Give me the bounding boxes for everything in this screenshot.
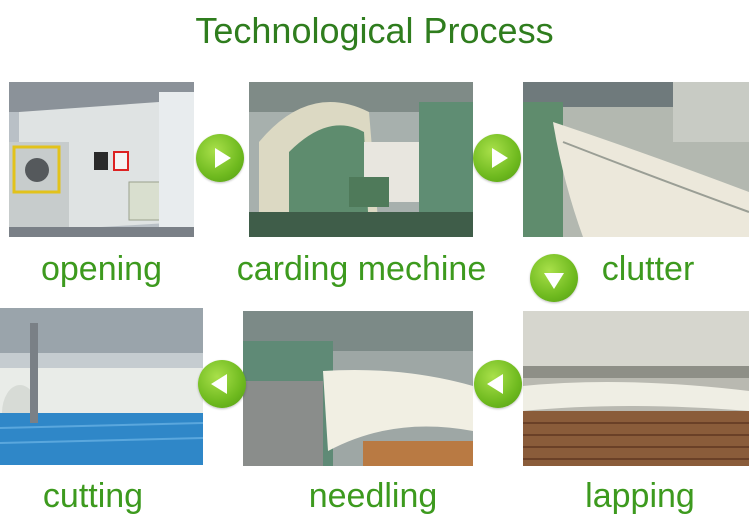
- arrow-right-icon: [473, 134, 521, 182]
- needling-photo: [243, 311, 473, 466]
- step-label-opening: opening: [40, 250, 162, 288]
- step-label-needling: needling: [308, 477, 438, 515]
- arrow-right-icon: [196, 134, 244, 182]
- clutter-photo: [523, 82, 749, 237]
- lapping-photo: [523, 311, 749, 466]
- opening-photo: [9, 82, 194, 237]
- cutting-photo: [0, 308, 203, 465]
- page-title: Technological Process: [195, 10, 554, 51]
- step-label-cutting: cutting: [42, 477, 144, 515]
- step-label-clutter: clutter: [601, 250, 695, 288]
- step-label-lapping: lapping: [585, 477, 695, 515]
- arrow-left-icon: [198, 360, 246, 408]
- arrow-down-icon: [530, 254, 578, 302]
- arrow-left-icon: [474, 360, 522, 408]
- carding-photo: [249, 82, 473, 237]
- step-label-carding: carding mechine: [236, 250, 487, 288]
